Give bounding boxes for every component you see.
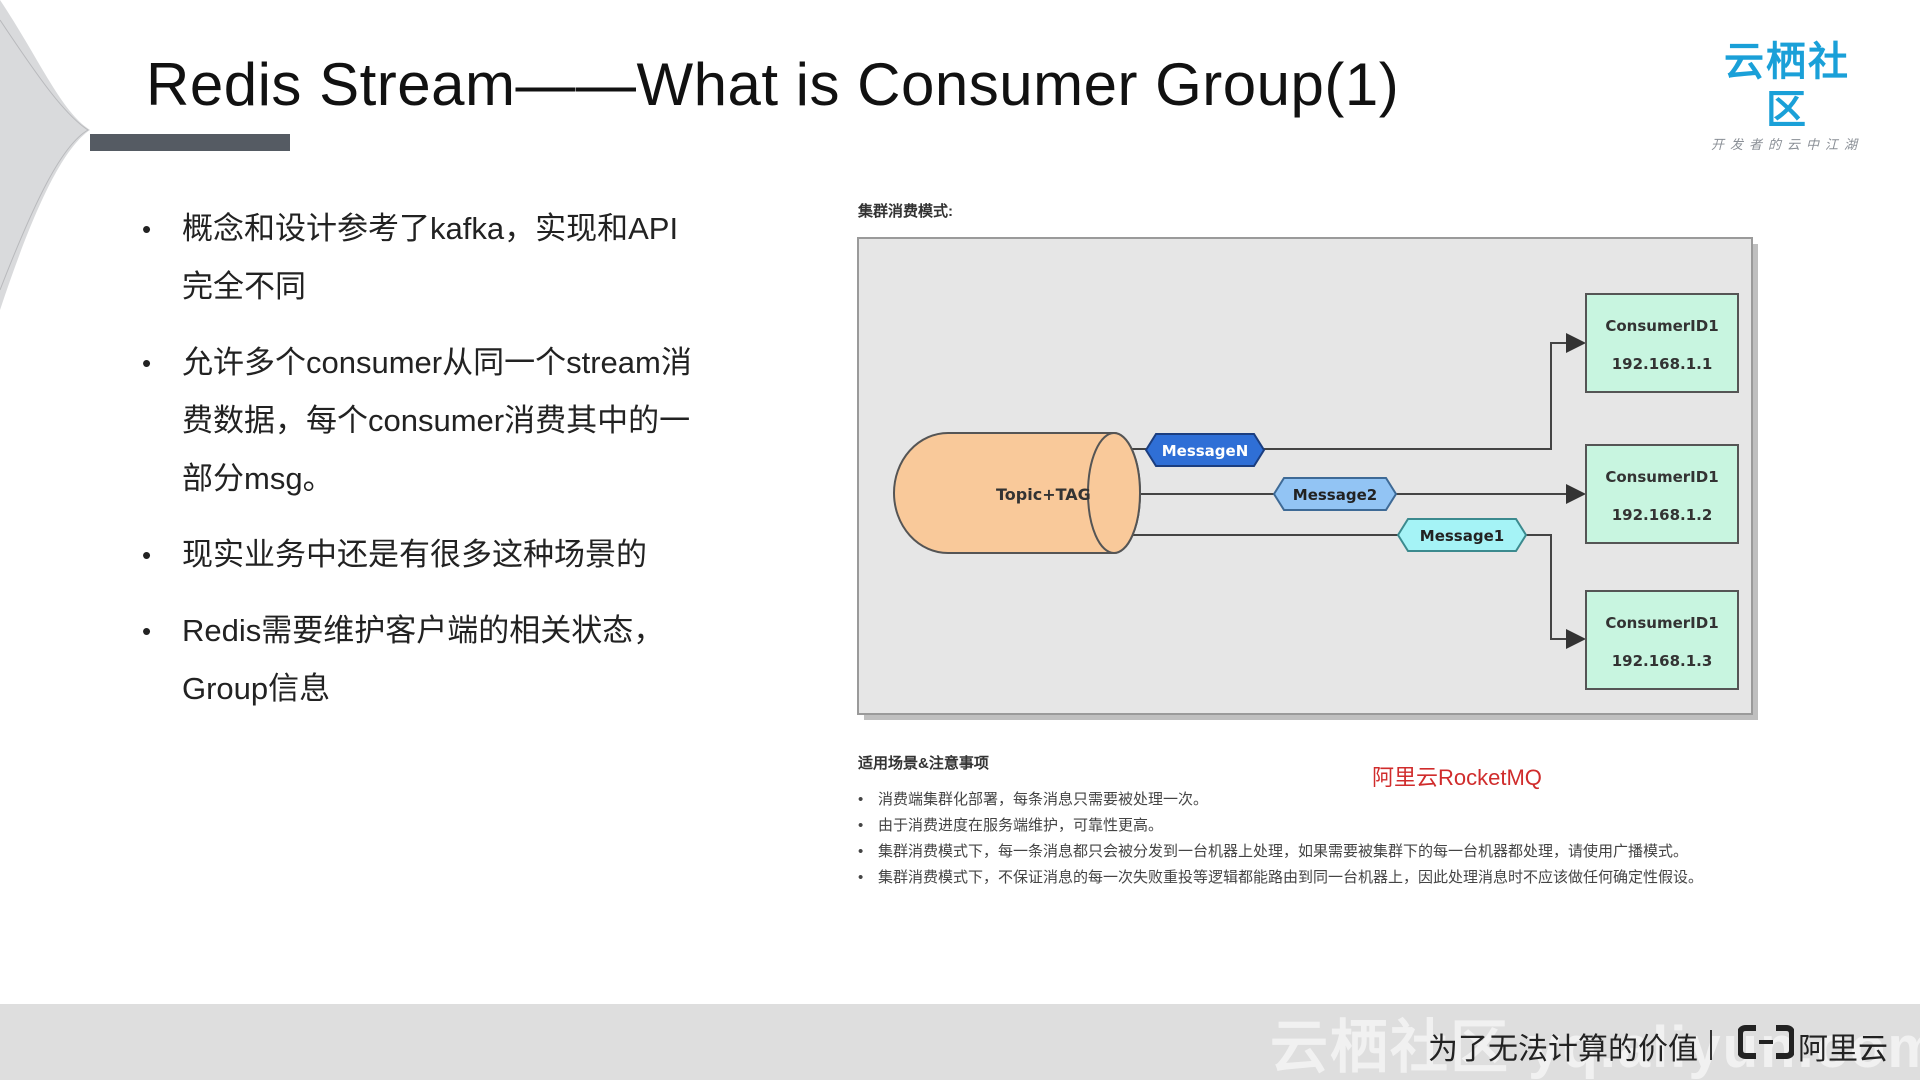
consumer-3-ip: 192.168.1.3: [1612, 652, 1713, 670]
footer-slogan: 为了无法计算的价值: [1428, 1033, 1698, 1066]
bullet-dot-icon: •: [142, 348, 152, 378]
bullet-text: 现实业务中还是有很多这种场景的: [182, 537, 647, 572]
logo-sub-text: 开发者的云中江湖: [1710, 137, 1863, 152]
message-2-tag: Message2: [1272, 477, 1398, 511]
yunqi-logo: 云栖社区 开发者的云中江湖: [1706, 38, 1868, 153]
notes-list: • 消费端集群化部署，每条消息只需要被处理一次。 • 由于消费进度在服务端维护，可靠…: [858, 787, 1758, 891]
note-item: • 集群消费模式下，每一条消息都只会被分发到一台机器上处理，如果需要被集群下的每一…: [858, 839, 1758, 865]
footer-divider: [1710, 1030, 1712, 1060]
consumer-2-id: ConsumerID1: [1605, 468, 1718, 486]
footer-bar: [0, 1004, 1920, 1080]
note-text: 由于消费进度在服务端维护，可靠性更高。: [878, 817, 1164, 834]
message-1-tag: Message1: [1396, 518, 1528, 552]
message-n-label: MessageN: [1162, 442, 1249, 460]
note-text: 消费端集群化部署，每条消息只需要被处理一次。: [878, 791, 1209, 808]
note-dot-icon: •: [858, 869, 864, 886]
notes-section: 适用场景&注意事项 • 消费端集群化部署，每条消息只需要被处理一次。 • 由于消费进…: [858, 752, 1758, 891]
note-item: • 集群消费模式下，不保证消息的每一次失败重投等逻辑都能路由到同一台机器上，因此处…: [858, 865, 1758, 891]
consumer-1-ip: 192.168.1.1: [1612, 355, 1713, 373]
consumer-box-1: ConsumerID1 192.168.1.1: [1585, 293, 1739, 393]
note-text: 集群消费模式下，不保证消息的每一次失败重投等逻辑都能路由到同一台机器上，因此处理…: [878, 869, 1704, 886]
bullet-item: • 允许多个consumer从同一个stream消费数据，每个consumer消费…: [142, 334, 706, 508]
aliyun-logo-icon: [1738, 1025, 1794, 1059]
bullet-item: • Redis需要维护客户端的相关状态，Group信息: [142, 602, 706, 718]
note-text: 集群消费模式下，每一条消息都只会被分发到一台机器上处理，如果需要被集群下的每一台…: [878, 843, 1689, 860]
consumer-3-id: ConsumerID1: [1605, 614, 1718, 632]
note-dot-icon: •: [858, 817, 864, 834]
topic-label: Topic+TAG: [996, 485, 1091, 504]
bullet-list: • 概念和设计参考了kafka，实现和API完全不同 • 允许多个consumer从…: [142, 200, 706, 736]
bullet-dot-icon: •: [142, 616, 152, 646]
rocketmq-annotation: 阿里云RocketMQ: [1372, 765, 1542, 790]
notes-title: 适用场景&注意事项: [858, 755, 989, 772]
message-1-label: Message1: [1420, 527, 1504, 545]
logo-main-text: 云栖社区: [1724, 40, 1850, 132]
note-dot-icon: •: [858, 791, 864, 808]
note-item: • 由于消费进度在服务端维护，可靠性更高。: [858, 813, 1758, 839]
bullet-text: 概念和设计参考了kafka，实现和API完全不同: [182, 211, 679, 304]
bullet-dot-icon: •: [142, 540, 152, 570]
message-n-tag: MessageN: [1144, 433, 1266, 467]
diagram-caption: 集群消费模式:: [858, 203, 953, 220]
bullet-item: • 概念和设计参考了kafka，实现和API完全不同: [142, 200, 706, 316]
note-dot-icon: •: [858, 843, 864, 860]
slide-title: Redis Stream——What is Consumer Group(1): [146, 51, 1400, 118]
watermark: 云栖社区 yq.aliyun.com: [1270, 1015, 1920, 1080]
consumer-1-id: ConsumerID1: [1605, 317, 1718, 335]
message-2-label: Message2: [1293, 486, 1377, 504]
consumer-2-ip: 192.168.1.2: [1612, 506, 1713, 524]
note-item: • 消费端集群化部署，每条消息只需要被处理一次。: [858, 787, 1758, 813]
consumer-box-2: ConsumerID1 192.168.1.2: [1585, 444, 1739, 544]
title-underline-bar: [90, 134, 290, 151]
bullet-text: 允许多个consumer从同一个stream消费数据，每个consumer消费其…: [182, 345, 692, 496]
consumer-box-3: ConsumerID1 192.168.1.3: [1585, 590, 1739, 690]
bullet-item: • 现实业务中还是有很多这种场景的: [142, 526, 706, 584]
bullet-text: Redis需要维护客户端的相关状态，Group信息: [182, 613, 665, 706]
aliyun-brand-text: 阿里云: [1798, 1033, 1888, 1066]
consumer-group-diagram: Topic+TAG MessageN Message2 Message1 Con…: [857, 237, 1758, 720]
decorative-swoosh: [0, 0, 90, 310]
topic-cylinder: [893, 432, 1141, 554]
bullet-dot-icon: •: [142, 214, 152, 244]
